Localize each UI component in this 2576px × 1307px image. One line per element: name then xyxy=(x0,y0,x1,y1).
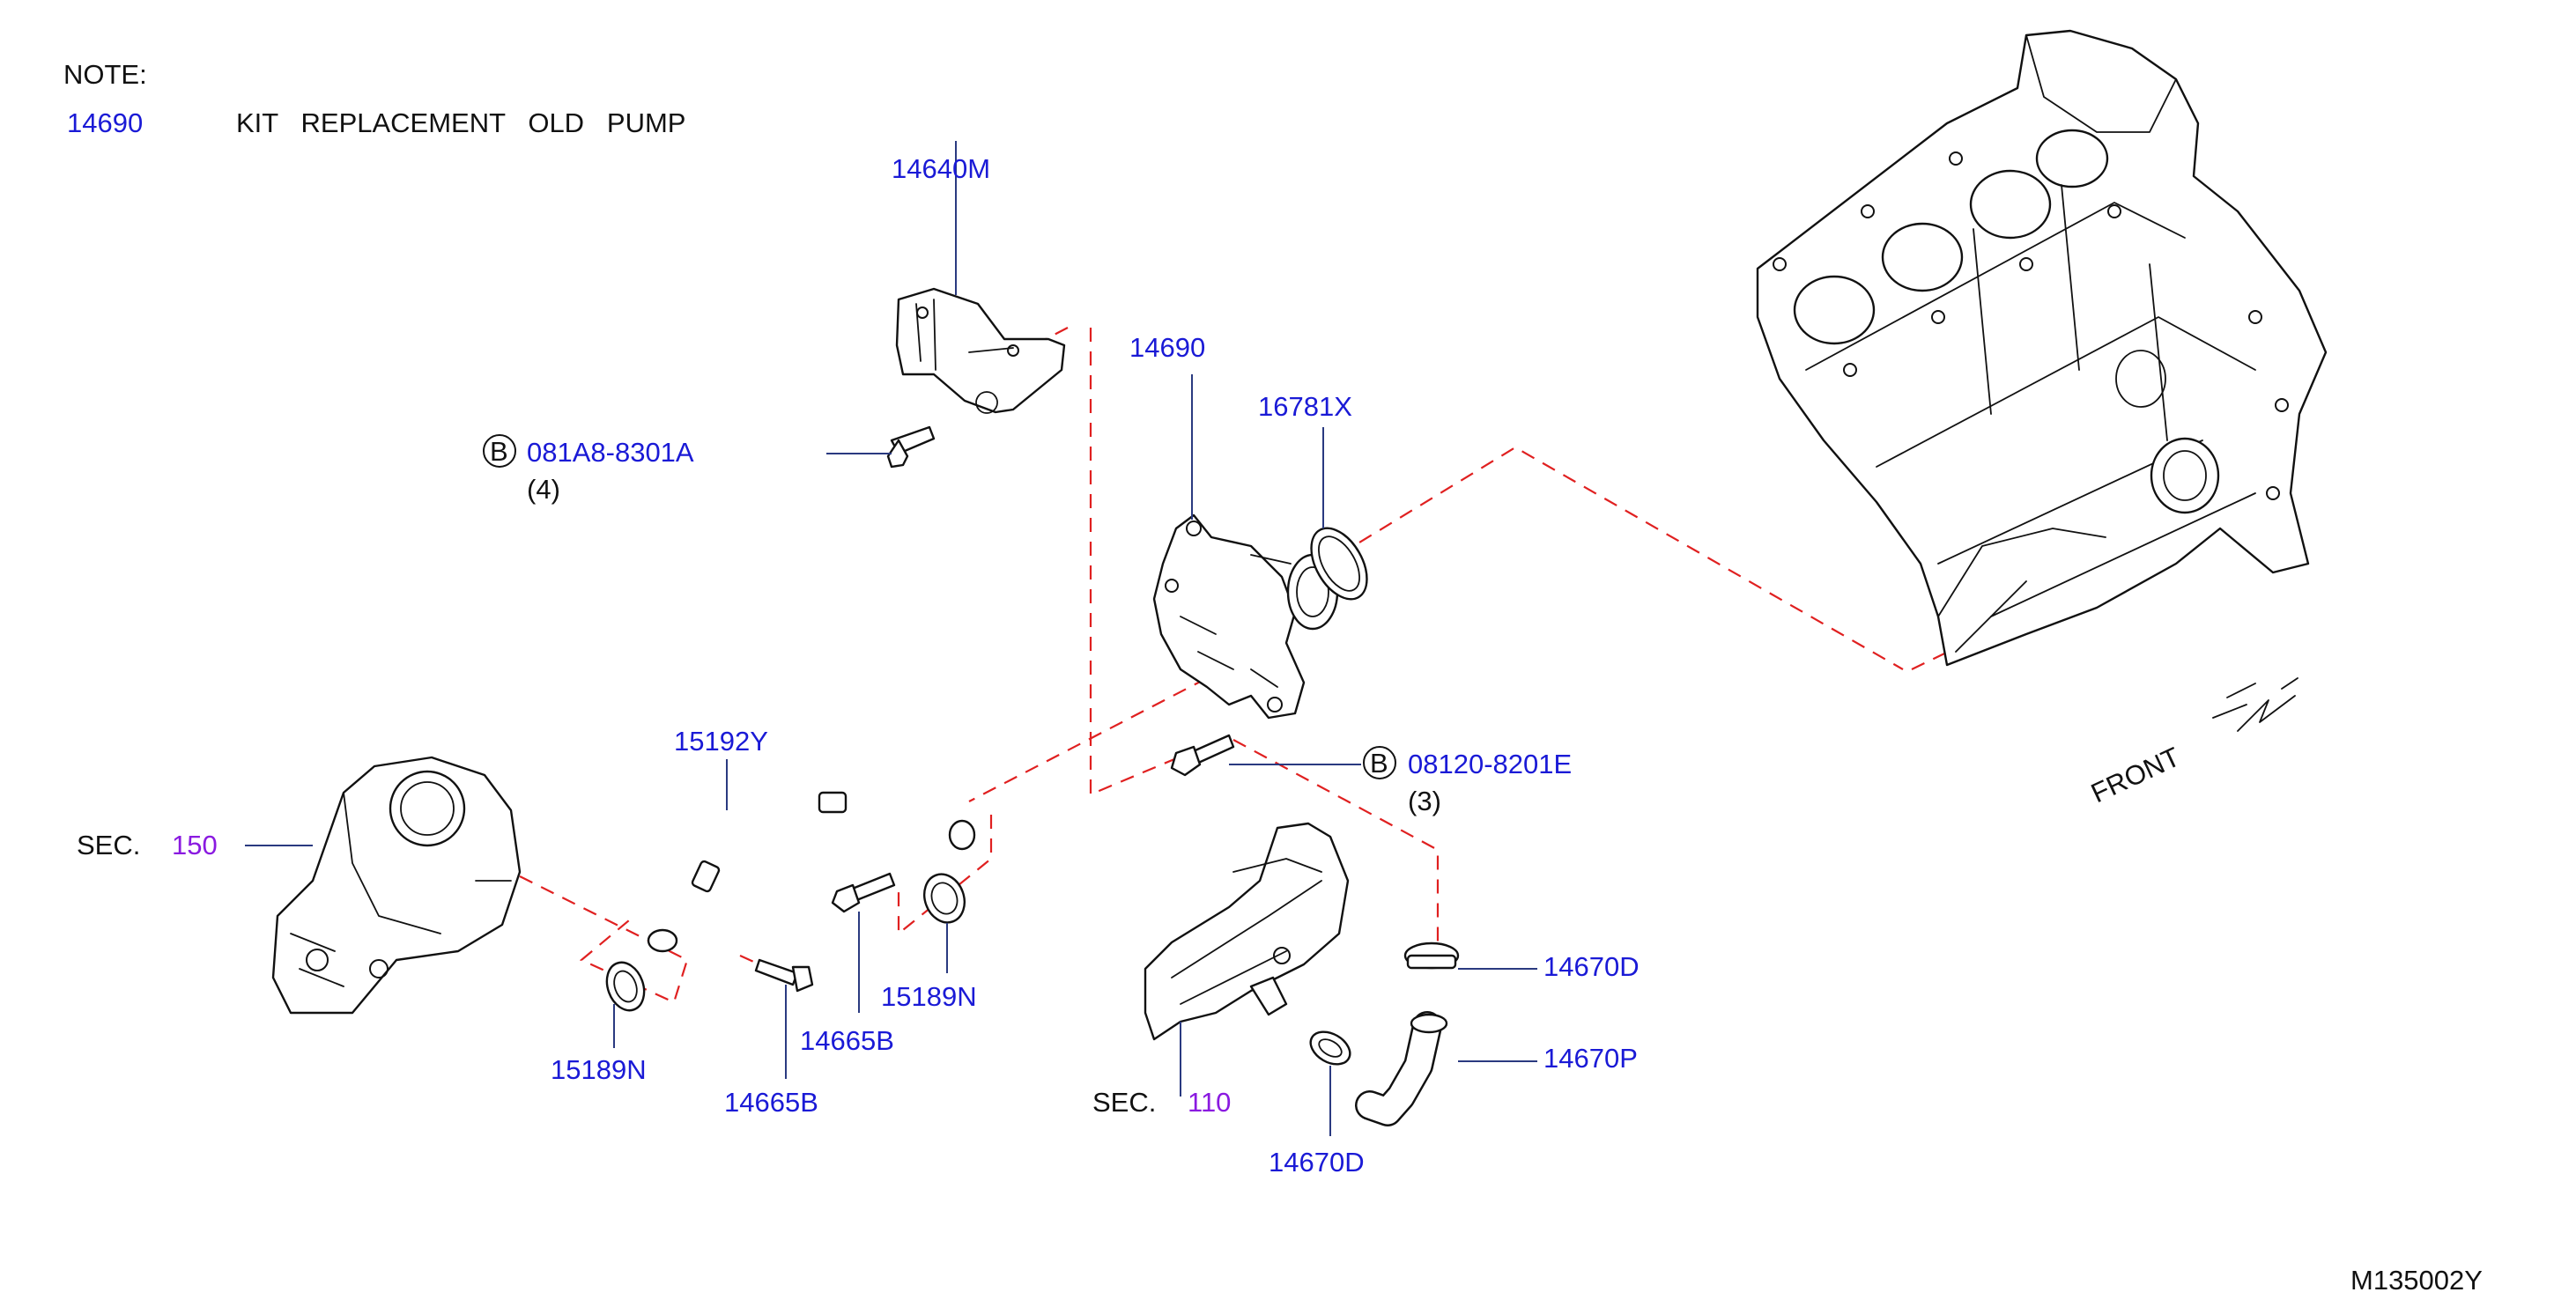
bolt-symbol-circle-a xyxy=(483,434,516,468)
bolt-14665b-left-part[interactable] xyxy=(754,958,814,993)
label-14640m[interactable]: 14640M xyxy=(892,153,990,184)
gasket-15189n-right-part[interactable] xyxy=(918,868,971,928)
label-sec110[interactable]: 110 xyxy=(1188,1087,1231,1118)
label-16781x[interactable]: 16781X xyxy=(1258,391,1352,422)
hose-14670p-part[interactable] xyxy=(1355,1011,1448,1126)
bolt-08120-part[interactable] xyxy=(1170,734,1235,777)
label-14670d-upper[interactable]: 14670D xyxy=(1543,951,1640,982)
bracket-sec110-part[interactable] xyxy=(1144,822,1350,1041)
drawing-id: M135002Y xyxy=(2350,1265,2483,1296)
bolt-14665b-right-part[interactable] xyxy=(831,872,896,913)
front-label: FRONT xyxy=(2086,741,2185,809)
bracket-14640m-part[interactable] xyxy=(895,287,1066,414)
bolt-symbol-b: B xyxy=(1370,748,1388,779)
label-15189n-left[interactable]: 15189N xyxy=(551,1054,647,1085)
gasket-15189n-left-part[interactable] xyxy=(601,957,651,1015)
label-15192y[interactable]: 15192Y xyxy=(674,726,768,757)
bolt-081a8-part[interactable] xyxy=(886,425,936,469)
qty-081a8-8301a: (4) xyxy=(527,474,560,505)
label-sec150[interactable]: 150 xyxy=(172,830,218,860)
note-part-number[interactable]: 14690 xyxy=(67,107,143,138)
note-heading: NOTE: xyxy=(63,59,147,90)
housing-sec150-part[interactable] xyxy=(271,756,522,1015)
clamp-14670d-upper-part[interactable] xyxy=(1403,941,1460,970)
sec110-word: SEC. xyxy=(1092,1087,1156,1118)
qty-08120-8201e: (3) xyxy=(1408,786,1441,816)
label-14670p[interactable]: 14670P xyxy=(1543,1043,1638,1074)
front-arrow-icon xyxy=(2212,677,2298,732)
bolt-symbol-a: B xyxy=(490,436,508,467)
bolt-symbol-circle-b xyxy=(1363,746,1396,779)
engine-block-part[interactable] xyxy=(1756,29,2328,667)
label-14690[interactable]: 14690 xyxy=(1129,332,1205,363)
sec150-word: SEC. xyxy=(77,830,140,860)
gasket-16781x-part[interactable] xyxy=(1299,519,1378,609)
label-15189n-right[interactable]: 15189N xyxy=(881,981,977,1012)
label-14665b-right[interactable]: 14665B xyxy=(800,1025,894,1056)
label-08120-8201e[interactable]: 08120-8201E xyxy=(1408,749,1572,779)
label-081a8-8301a[interactable]: 081A8-8301A xyxy=(527,437,694,468)
clamp-14670d-lower-part[interactable] xyxy=(1305,1025,1356,1071)
label-14665b-left[interactable]: 14665B xyxy=(724,1087,818,1118)
water-pump-14690-part[interactable] xyxy=(1152,513,1339,720)
note-description: KIT REPLACEMENT OLD PUMP xyxy=(236,107,685,138)
label-14670d-lower[interactable]: 14670D xyxy=(1269,1147,1365,1178)
tube-15192y-part[interactable] xyxy=(647,791,976,953)
